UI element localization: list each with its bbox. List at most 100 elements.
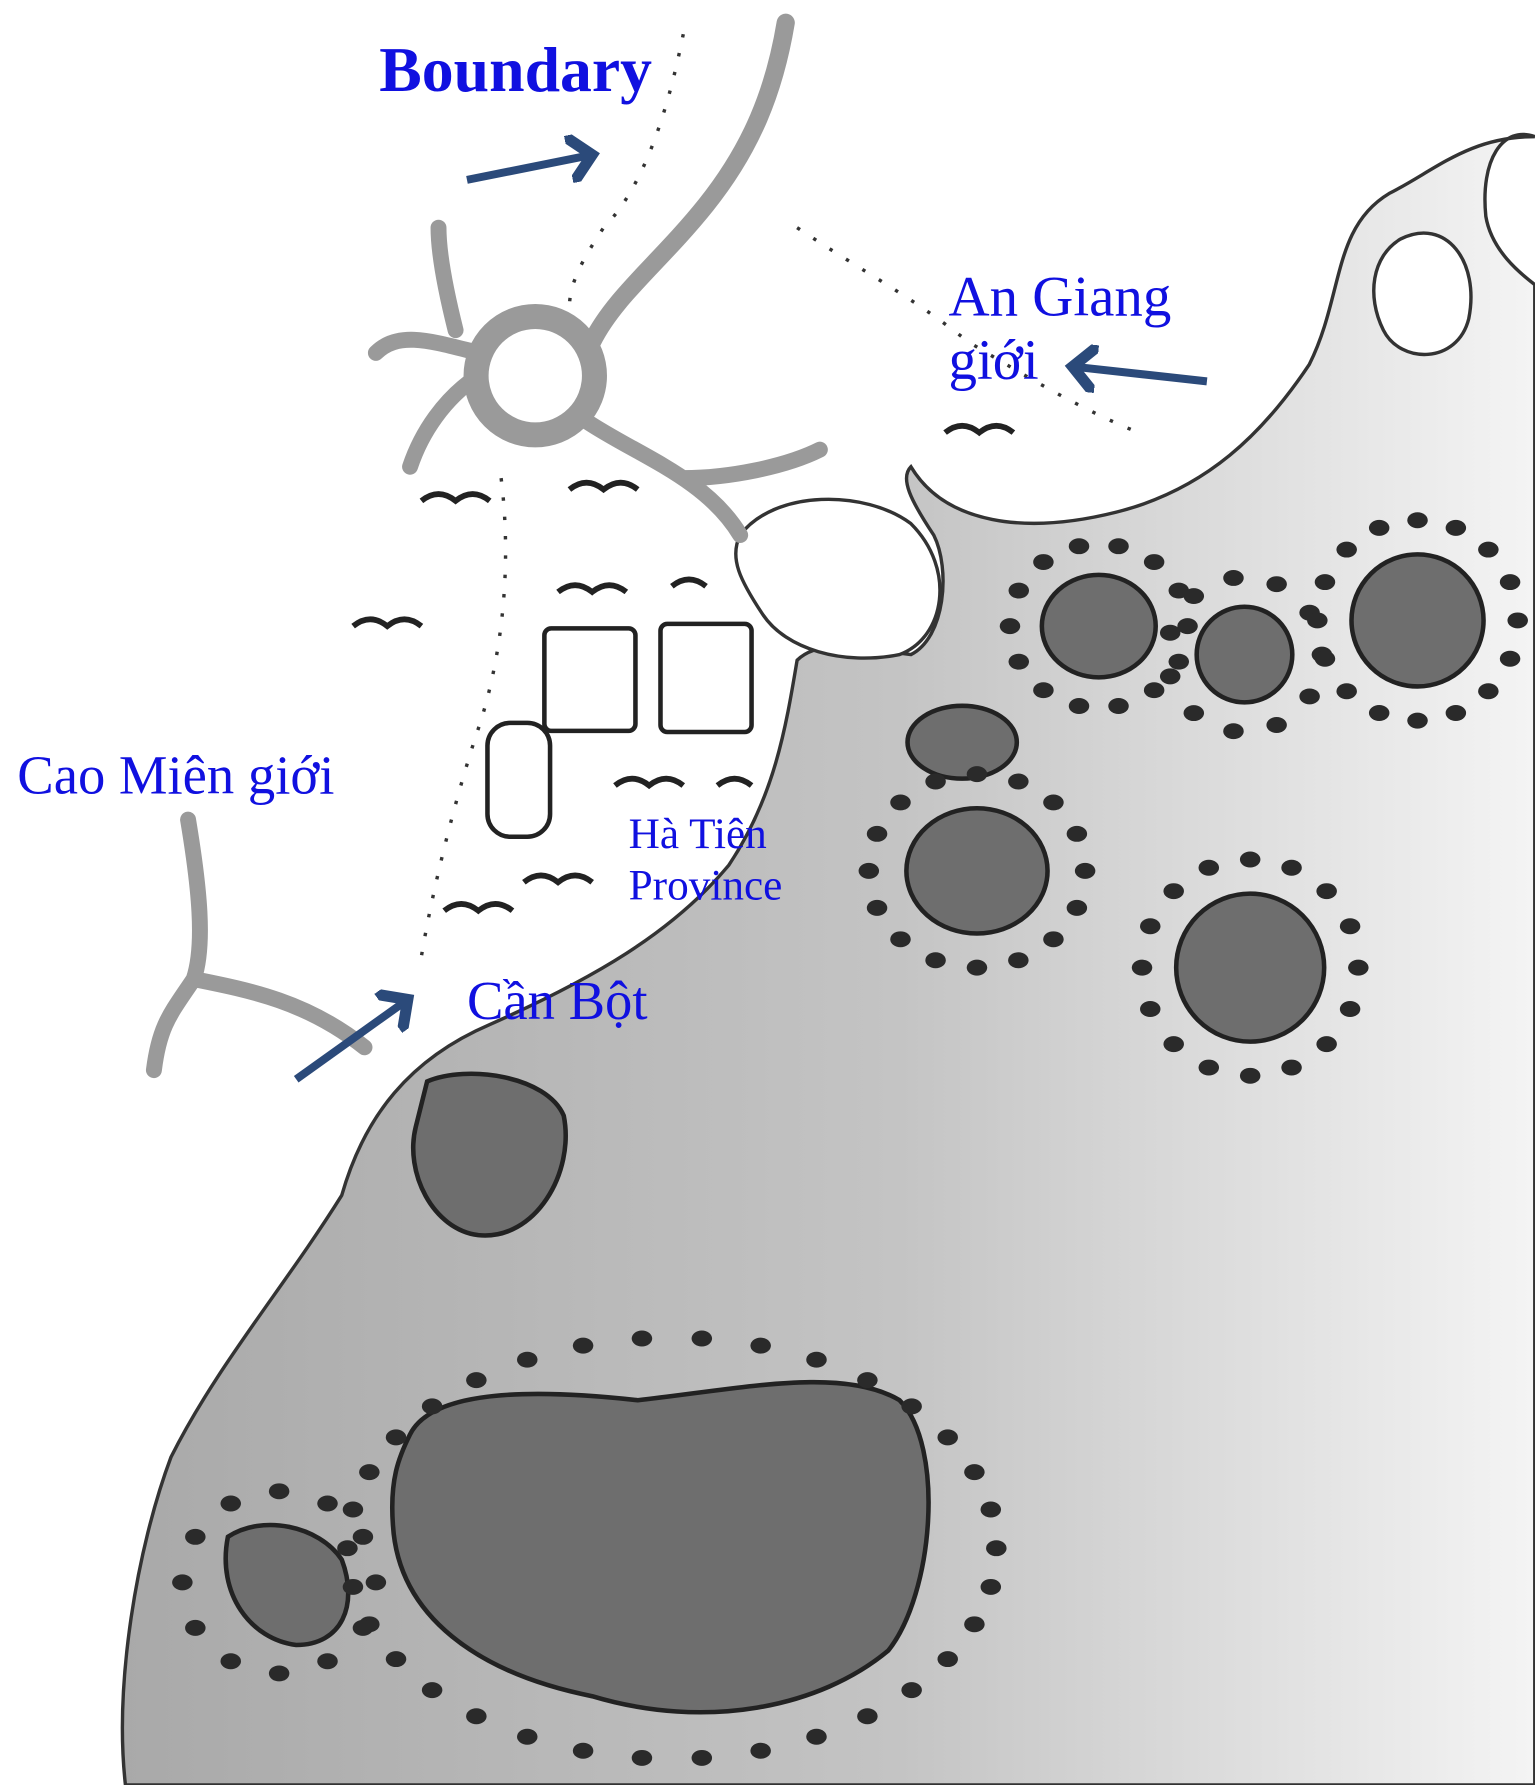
reef-dot [1316,883,1337,900]
reef-dot [866,899,888,916]
province-label: Province [629,861,783,909]
mountain-marks [351,422,1016,915]
reef-dot [890,931,911,948]
reef-dot [1223,569,1244,586]
arrow-to-an-giang [1073,367,1208,382]
reef-dot [1159,668,1181,685]
reef-dot [385,1651,407,1668]
reef-dot [1445,519,1467,536]
reef-dot [1140,918,1161,935]
reef-dot [1131,959,1153,976]
reef-dot [964,1464,985,1481]
reef-dot [1499,574,1521,591]
reef-dot [857,1708,878,1725]
reef-dot [1307,612,1328,629]
reef-dot [691,1749,713,1766]
reef-dot [220,1653,241,1670]
reef-dot [1281,1059,1302,1076]
reef-dot [317,1495,338,1512]
reef-dot [1339,918,1361,935]
island-reef-dots [172,512,1528,1766]
reef-dot [421,1398,443,1415]
reef-dot [1316,1036,1337,1053]
reef-dot [1299,688,1320,705]
reef-dot [1266,576,1287,593]
reef-dot [1177,618,1198,635]
reef-dot [1043,794,1064,811]
reef-dot [866,825,888,842]
boundary-dots [419,33,1140,957]
reef-dot [631,1749,653,1766]
reef-dot [1281,859,1302,876]
reef-dot [1314,650,1336,667]
reef-dot [317,1653,338,1670]
reef-dot [1499,650,1521,667]
river-network [145,13,828,1079]
islands [223,552,1486,1715]
reef-dot [185,1619,206,1636]
reef-dot [385,1429,407,1446]
reef-dot [572,1742,594,1759]
reef-dot [1223,723,1244,740]
reef-dot [1168,653,1190,670]
reef-dot [1066,899,1088,916]
reef-dot [1074,862,1096,879]
reef-dot [1348,959,1369,976]
reef-dot [517,1351,538,1368]
reef-dot [1183,588,1205,605]
reef-dot [572,1337,594,1354]
an-giang-gioi-label: giới [949,329,1039,392]
reef-dot [352,1528,374,1545]
ha-tien-label: Hà Tiên [629,810,767,858]
reef-dot [901,1682,922,1699]
can-bot-label: Cần Bột [467,970,648,1031]
reef-dot [1033,554,1054,571]
reef-dot [980,1501,1002,1518]
reef-dot [901,1398,922,1415]
reef-dot [1143,682,1165,699]
reef-dot [365,1574,387,1591]
reef-dot [631,1330,653,1347]
reef-dot [1008,773,1029,790]
reef-dot [937,1429,958,1446]
reef-dot [1108,698,1129,714]
reef-dot [1266,717,1287,733]
reef-dot [986,1540,1007,1557]
reef-dot [1033,682,1054,699]
reef-dot [937,1651,958,1668]
reef-dot [1159,624,1181,641]
reef-dot [359,1464,380,1481]
reef-dot [1339,1001,1361,1017]
reef-dot [1507,612,1528,629]
an-giang-label: An Giang [949,265,1172,328]
reef-dot [1336,683,1357,700]
reef-dot [342,1578,364,1595]
reef-dot [925,952,946,969]
reef-dot [750,1742,771,1759]
reef-dot [1239,851,1261,868]
reef-dot [806,1351,827,1368]
reef-dot [1198,1059,1220,1076]
reef-dot [750,1337,771,1354]
reef-dot [172,1574,193,1591]
reef-dot [890,794,911,811]
reef-dot [1368,519,1390,536]
reef-dot [1068,538,1090,555]
reef-dot [1163,1036,1184,1053]
reef-dot [1198,859,1220,876]
arrow-to-can-bot [293,1000,408,1083]
cao-mien-label: Cao Miên giới [17,744,334,805]
reef-dot [1183,705,1205,722]
reef-dot [342,1501,364,1518]
reef-dot [1068,698,1090,714]
reef-dot [1143,554,1165,571]
reef-dot [517,1728,538,1745]
reef-dot [964,1616,985,1633]
reef-dot [1445,705,1467,721]
reef-dot [980,1578,1002,1595]
reef-dot [806,1728,827,1745]
reef-dot [1140,1001,1161,1017]
reef-dot [1163,883,1184,900]
reef-dot [691,1330,713,1347]
